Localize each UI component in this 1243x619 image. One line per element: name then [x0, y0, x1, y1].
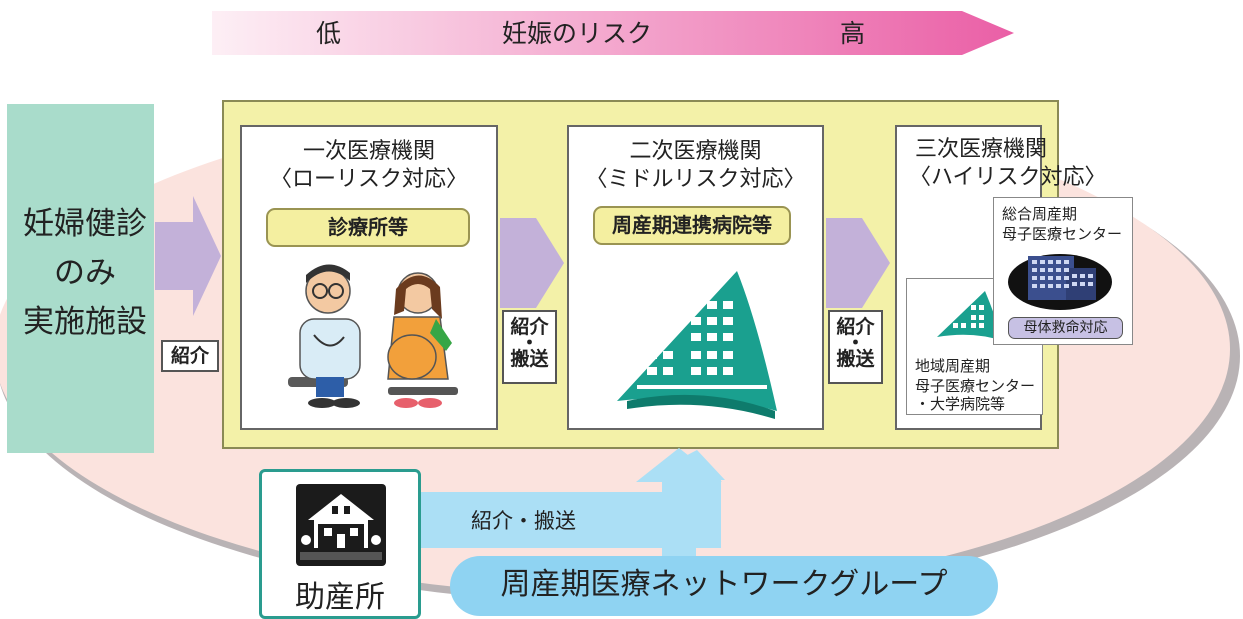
primary-title: 一次医療機関 [302, 139, 435, 164]
primary-care-panel: 一次医療機関 〈ローリスク対応〉 診療所等 [240, 125, 498, 430]
referral-transport-label-1: 紹介 ・ 搬送 [502, 310, 557, 384]
checkup-only-line3: 実施施設 [23, 304, 147, 340]
house-icon [296, 484, 386, 566]
referral-transport-label-2: 紹介 ・ 搬送 [828, 310, 883, 384]
primary-subtitle: 〈ローリスク対応〉 [269, 167, 468, 192]
risk-low-label: 低 [316, 19, 342, 48]
checkup-only-line2: のみ [54, 255, 116, 291]
transport-word: 搬送 [510, 348, 549, 370]
checkup-only-facility-box [7, 104, 154, 453]
checkup-only-line1: 妊婦健診 [23, 206, 147, 242]
referral-label-left: 紹介 [161, 340, 219, 372]
secondary-care-panel: 二次医療機関 〈ミドルリスク対応〉 周産期連携病院等 [567, 125, 824, 430]
maternal-rescue-badge: 母体救命対応 [1008, 317, 1123, 339]
regional-line3: ・大学病院等 [915, 395, 1006, 413]
arrow-right-icon [826, 218, 890, 308]
arrow-right-icon [155, 196, 221, 316]
primary-pill: 診療所等 [266, 208, 470, 247]
secondary-title: 二次医療機関 [629, 139, 762, 164]
risk-high-label: 高 [840, 19, 866, 48]
transport-word: 搬送 [836, 348, 875, 370]
secondary-subtitle: 〈ミドルリスク対応〉 [585, 167, 806, 192]
risk-arrow [212, 11, 1014, 55]
arrow-up-head-icon [636, 448, 722, 556]
hospital-building-icon [1008, 254, 1112, 310]
general-center-line2: 母子医療センター [1002, 225, 1123, 243]
arrow-right-icon [500, 218, 564, 308]
perinatal-network-group: 周産期医療ネットワークグループ [450, 556, 998, 616]
refer-word: 紹介 [836, 316, 875, 338]
dot: ・ [519, 332, 539, 354]
doctor-patient-illustration [288, 264, 458, 408]
referral-transport-text: 紹介・搬送 [471, 509, 576, 533]
risk-bar-title: 妊娠のリスク [502, 19, 653, 48]
dot: ・ [845, 332, 865, 354]
hospital-icon [617, 271, 777, 419]
midwifery-home-box: 助産所 [259, 469, 421, 619]
general-center-line1: 総合周産期 [1002, 205, 1078, 223]
general-center-card: 総合周産期 母子医療センター 母体救命対応 [993, 197, 1133, 345]
regional-line2: 母子医療センター [915, 377, 1036, 395]
checkup-only-facility-text: 妊婦健診 のみ 実施施設 [10, 200, 160, 347]
refer-word: 紹介 [510, 316, 549, 338]
tertiary-subtitle: 〈ハイリスク対応〉 [909, 165, 1107, 190]
hospital-small-icon [937, 291, 1003, 341]
arrow-up-icon [421, 450, 725, 548]
tertiary-title: 三次医療機関 [915, 137, 1048, 162]
secondary-pill: 周産期連携病院等 [593, 206, 791, 245]
midwifery-label: 助産所 [295, 580, 385, 615]
regional-line1: 地域周産期 [915, 357, 991, 375]
